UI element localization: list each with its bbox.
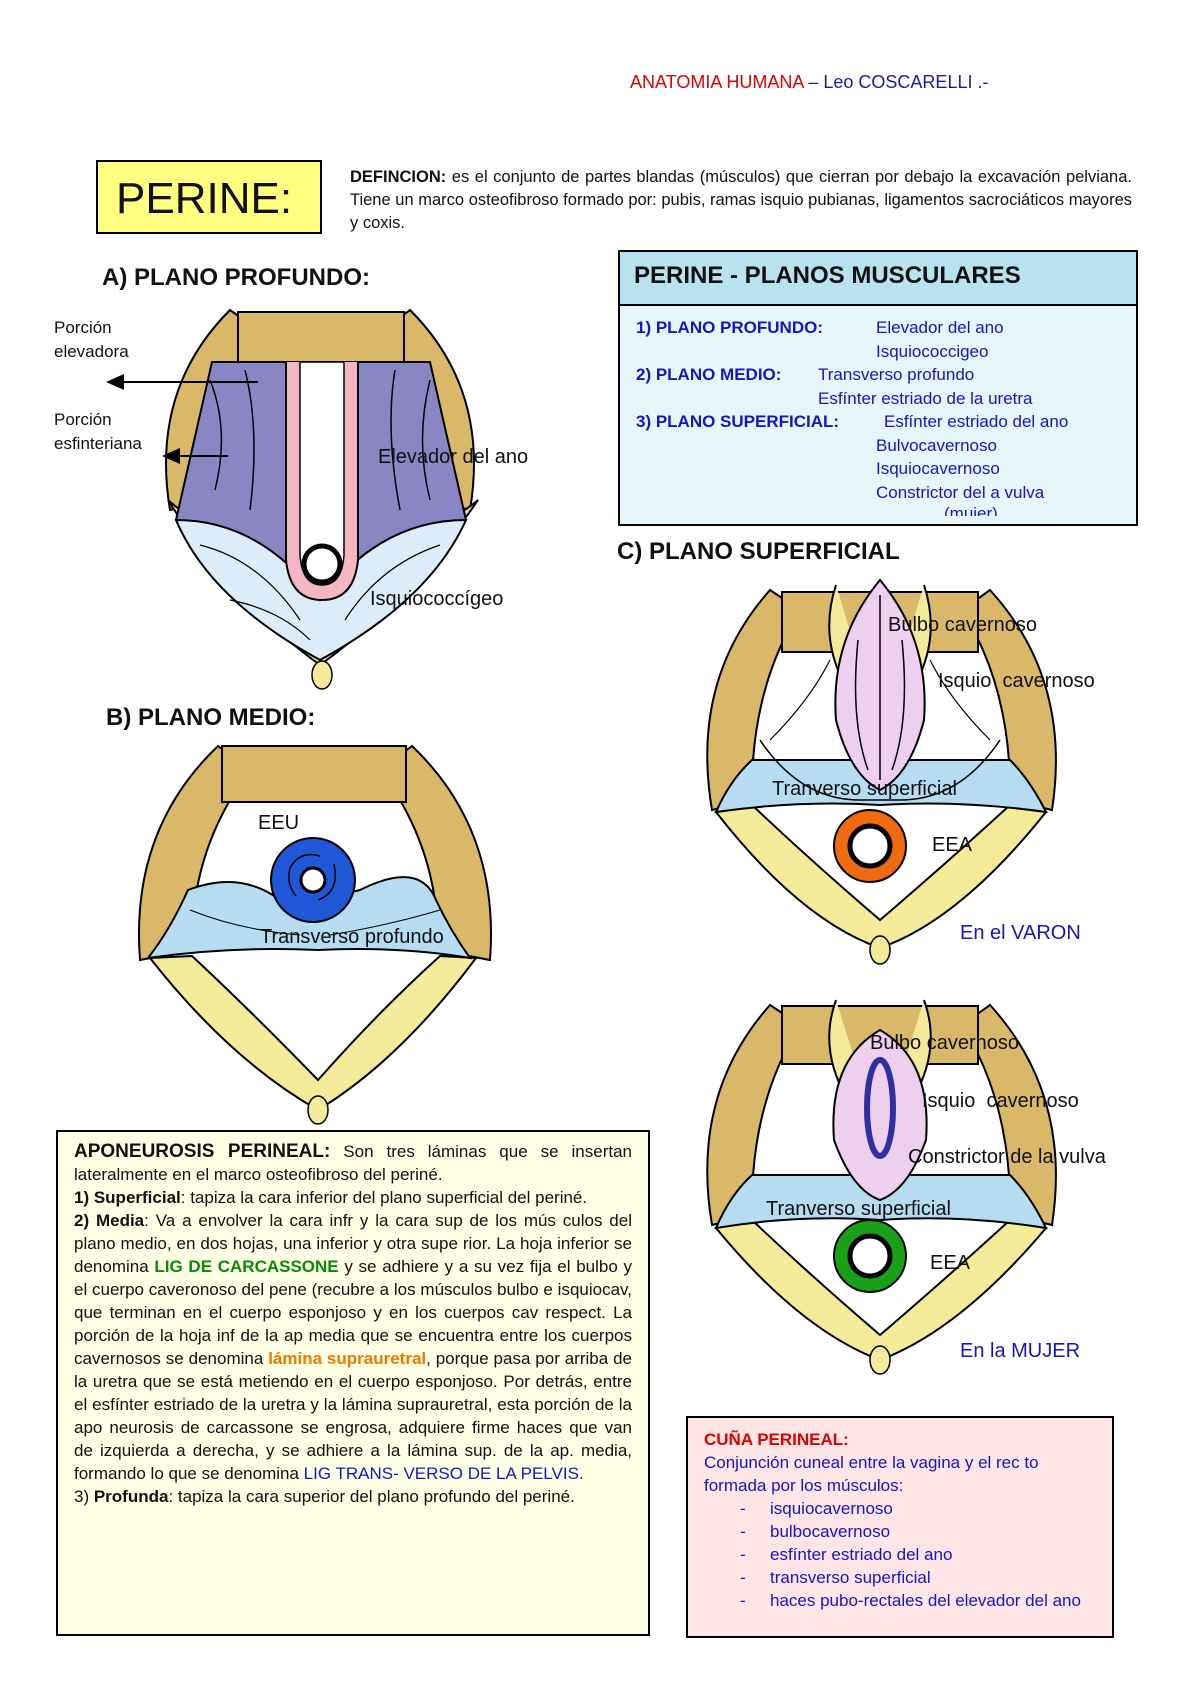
figure-plano-profundo xyxy=(106,308,479,690)
aponeurosis-intro: Son tres láminas que se insertan lateral… xyxy=(74,1142,632,1184)
plano-3-item: Bulvocavernoso xyxy=(876,435,997,455)
media-text: y se adhiere y a su vez fija el bulbo y … xyxy=(74,1257,632,1368)
list-item: esfínter estriado del ano xyxy=(704,1543,1096,1566)
section-plano-superficial: C) PLANO SUPERFICIAL xyxy=(617,538,900,565)
plano-2-item: Esfínter estriado de la uretra xyxy=(818,388,1033,408)
cuna-perineal-box: CUÑA PERINEAL: Conjunción cuneal entre l… xyxy=(686,1416,1114,1638)
definition-paragraph: DEFINCION: es el conjunto de partes blan… xyxy=(350,166,1132,235)
label-isquio-cavernoso-mujer: Isquio cavernoso xyxy=(922,1090,1079,1112)
profunda-number: 3) xyxy=(74,1487,94,1506)
plano-3-item: (mujer) xyxy=(944,504,998,516)
section-plano-medio: B) PLANO MEDIO: xyxy=(106,704,316,731)
author-name: Leo COSCARELLI .- xyxy=(823,72,989,92)
superficial-label: 1) Superficial xyxy=(74,1188,181,1207)
page-header: ANATOMIA HUMANA – Leo COSCARELLI .- xyxy=(630,72,988,93)
header-separator: – xyxy=(803,72,824,92)
plano-3-label: 3) PLANO SUPERFICIAL: xyxy=(636,412,840,431)
plano-3-item: Constrictor del a vulva xyxy=(876,482,1045,502)
profunda-label: Profunda xyxy=(93,1487,169,1506)
list-item: transverso superficial xyxy=(704,1566,1096,1589)
cuna-text: Conjunción cuneal entre la vagina y el r… xyxy=(704,1453,1039,1495)
plano-1-item: Isquiococcigeo xyxy=(876,341,989,361)
definition-label: DEFINCION: xyxy=(350,168,447,186)
aponeurosis-box: APONEUROSIS PERINEAL: Son tres láminas q… xyxy=(56,1130,650,1636)
definition-text: es el conjunto de partes blandas (múscul… xyxy=(350,168,1132,232)
label-elevador-del-ano: Elevador del ano xyxy=(378,446,529,468)
profunda-text: : tapiza la cara superior del plano prof… xyxy=(168,1487,575,1506)
label-eea-varon: EEA xyxy=(932,834,973,856)
label-isquio-cavernoso-varon: Isquio cavernoso xyxy=(938,670,1095,692)
plano-2-label: 2) PLANO MEDIO: xyxy=(636,365,782,384)
label-isquiococcigeo: Isquiococcígeo xyxy=(370,588,504,610)
cuna-list: isquiocavernoso bulbocavernoso esfínter … xyxy=(704,1497,1096,1612)
section-plano-profundo: A) PLANO PROFUNDO: xyxy=(102,264,370,291)
media-text: : Va a envolver la cara infr y la cara s… xyxy=(74,1211,632,1276)
label-eea-mujer: EEA xyxy=(930,1252,971,1274)
planos-title: PERINE - PLANOS MUSCULARES xyxy=(620,252,1136,306)
cuna-title: CUÑA PERINEAL: xyxy=(704,1430,849,1449)
plano-3-item: Esfínter estriado del ano xyxy=(884,412,1069,431)
plano-1-item: Elevador del ano xyxy=(876,318,1004,337)
figure-plano-superficial-varon xyxy=(706,578,1057,965)
plano-3-item: Isquiocavernoso xyxy=(876,459,1000,478)
label-eeu: EEU xyxy=(258,812,300,834)
lig-transverso-pelvis: LIG TRANS- VERSO DE LA PELVIS. xyxy=(303,1464,584,1483)
superficial-text: : tapiza la cara inferior del plano supe… xyxy=(180,1188,588,1207)
label-transverso-superficial-mujer: Tranverso superficial xyxy=(766,1198,951,1220)
caption-mujer: En la MUJER xyxy=(960,1340,1081,1362)
plano-2-item: Transverso profundo xyxy=(818,365,975,384)
course-name: ANATOMIA HUMANA xyxy=(630,72,804,92)
plano-1-label: 1) PLANO PROFUNDO: xyxy=(636,318,823,337)
label-constrictor-vulva: Constrictor de la vulva xyxy=(908,1146,1106,1168)
label-transverso-profundo: Transverso profundo xyxy=(260,926,444,948)
list-item: bulbocavernoso xyxy=(704,1520,1096,1543)
media-label: 2) Media xyxy=(74,1211,145,1230)
page-title: PERINE: xyxy=(96,160,322,234)
planos-musculares-box: PERINE - PLANOS MUSCULARES 1) PLANO PROF… xyxy=(618,250,1138,526)
lamina-suprauretral: lámina suprauretral xyxy=(268,1349,427,1368)
caption-varon: En el VARON xyxy=(960,922,1081,944)
label-bulbo-cavernoso-mujer: Bulbo cavernoso xyxy=(870,1032,1019,1054)
list-item: haces pubo-rectales del elevador del ano xyxy=(704,1589,1096,1612)
figure-plano-medio xyxy=(138,744,492,1125)
figure-plano-superficial-mujer xyxy=(706,999,1057,1375)
label-transverso-superficial-varon: Tranverso superficial xyxy=(772,778,957,800)
lig-carcassone: LIG DE CARCASSONE xyxy=(154,1257,339,1276)
media-text: , porque pasa por arriba de la uretra qu… xyxy=(74,1349,632,1483)
list-item: isquiocavernoso xyxy=(704,1497,1096,1520)
aponeurosis-title: APONEUROSIS PERINEAL: xyxy=(74,1141,331,1162)
label-bulbo-cavernoso-varon: Bulbo cavernoso xyxy=(888,614,1037,636)
